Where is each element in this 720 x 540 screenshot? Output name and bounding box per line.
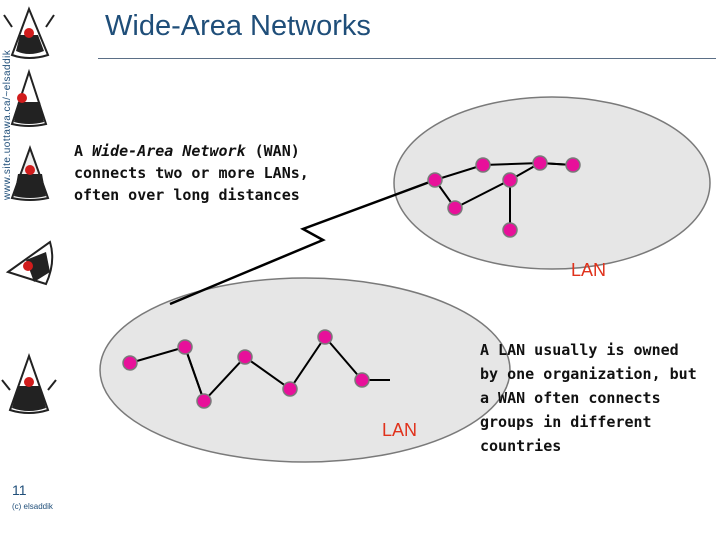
copyright: (c) elsaddik (12, 502, 53, 511)
lan-note: A LAN usually is owned by one organizati… (480, 338, 700, 458)
wan-link (169, 178, 436, 306)
network-node (317, 329, 333, 345)
duke-mascot-icon (10, 68, 48, 127)
lan-note-line1: A LAN usually is owned (480, 341, 679, 359)
duke-mascot-icon (3, 6, 55, 59)
lan-note-line2: by one organization, but (480, 365, 697, 383)
lan-label-top: LAN (571, 260, 607, 280)
lan-note-line3: a WAN often connects (480, 389, 661, 407)
lan-label-bottom: LAN (382, 420, 418, 440)
wan-description-line1: A Wide-Area Network (WAN) (74, 140, 334, 162)
network-node (532, 155, 548, 171)
network-node (196, 393, 212, 409)
network-node (354, 372, 370, 388)
lan-note-line4: groups in different (480, 413, 652, 431)
network-node (122, 355, 138, 371)
lan-note-line5: countries (480, 437, 562, 455)
lan-ellipse-top (393, 96, 711, 270)
wan-description: A Wide-Area Network (WAN) connects two o… (74, 140, 334, 206)
title-divider (98, 58, 716, 59)
page-number: 11 (12, 482, 27, 498)
network-node (475, 157, 491, 173)
page-title: Wide-Area Networks (105, 10, 371, 42)
duke-mascot-icon (10, 145, 50, 201)
network-node (237, 349, 253, 365)
wan-description-line3: often over long distances (74, 186, 300, 204)
lan-links-bottom (129, 335, 390, 403)
network-node (502, 222, 518, 238)
network-node (565, 157, 581, 173)
network-node (447, 200, 463, 216)
wan-suffix: (WAN) (245, 142, 300, 160)
network-node (282, 381, 298, 397)
lan-ellipse-bottom (99, 277, 511, 463)
network-node (502, 172, 518, 188)
duke-mascot-icon (1, 352, 57, 414)
wan-term: Wide-Area Network (92, 142, 246, 160)
wan-description-line2: connects two or more LANs, (74, 164, 309, 182)
duke-mascot-icon (5, 240, 54, 286)
network-node (427, 172, 443, 188)
wan-prefix: A (74, 142, 93, 160)
network-node (177, 339, 193, 355)
